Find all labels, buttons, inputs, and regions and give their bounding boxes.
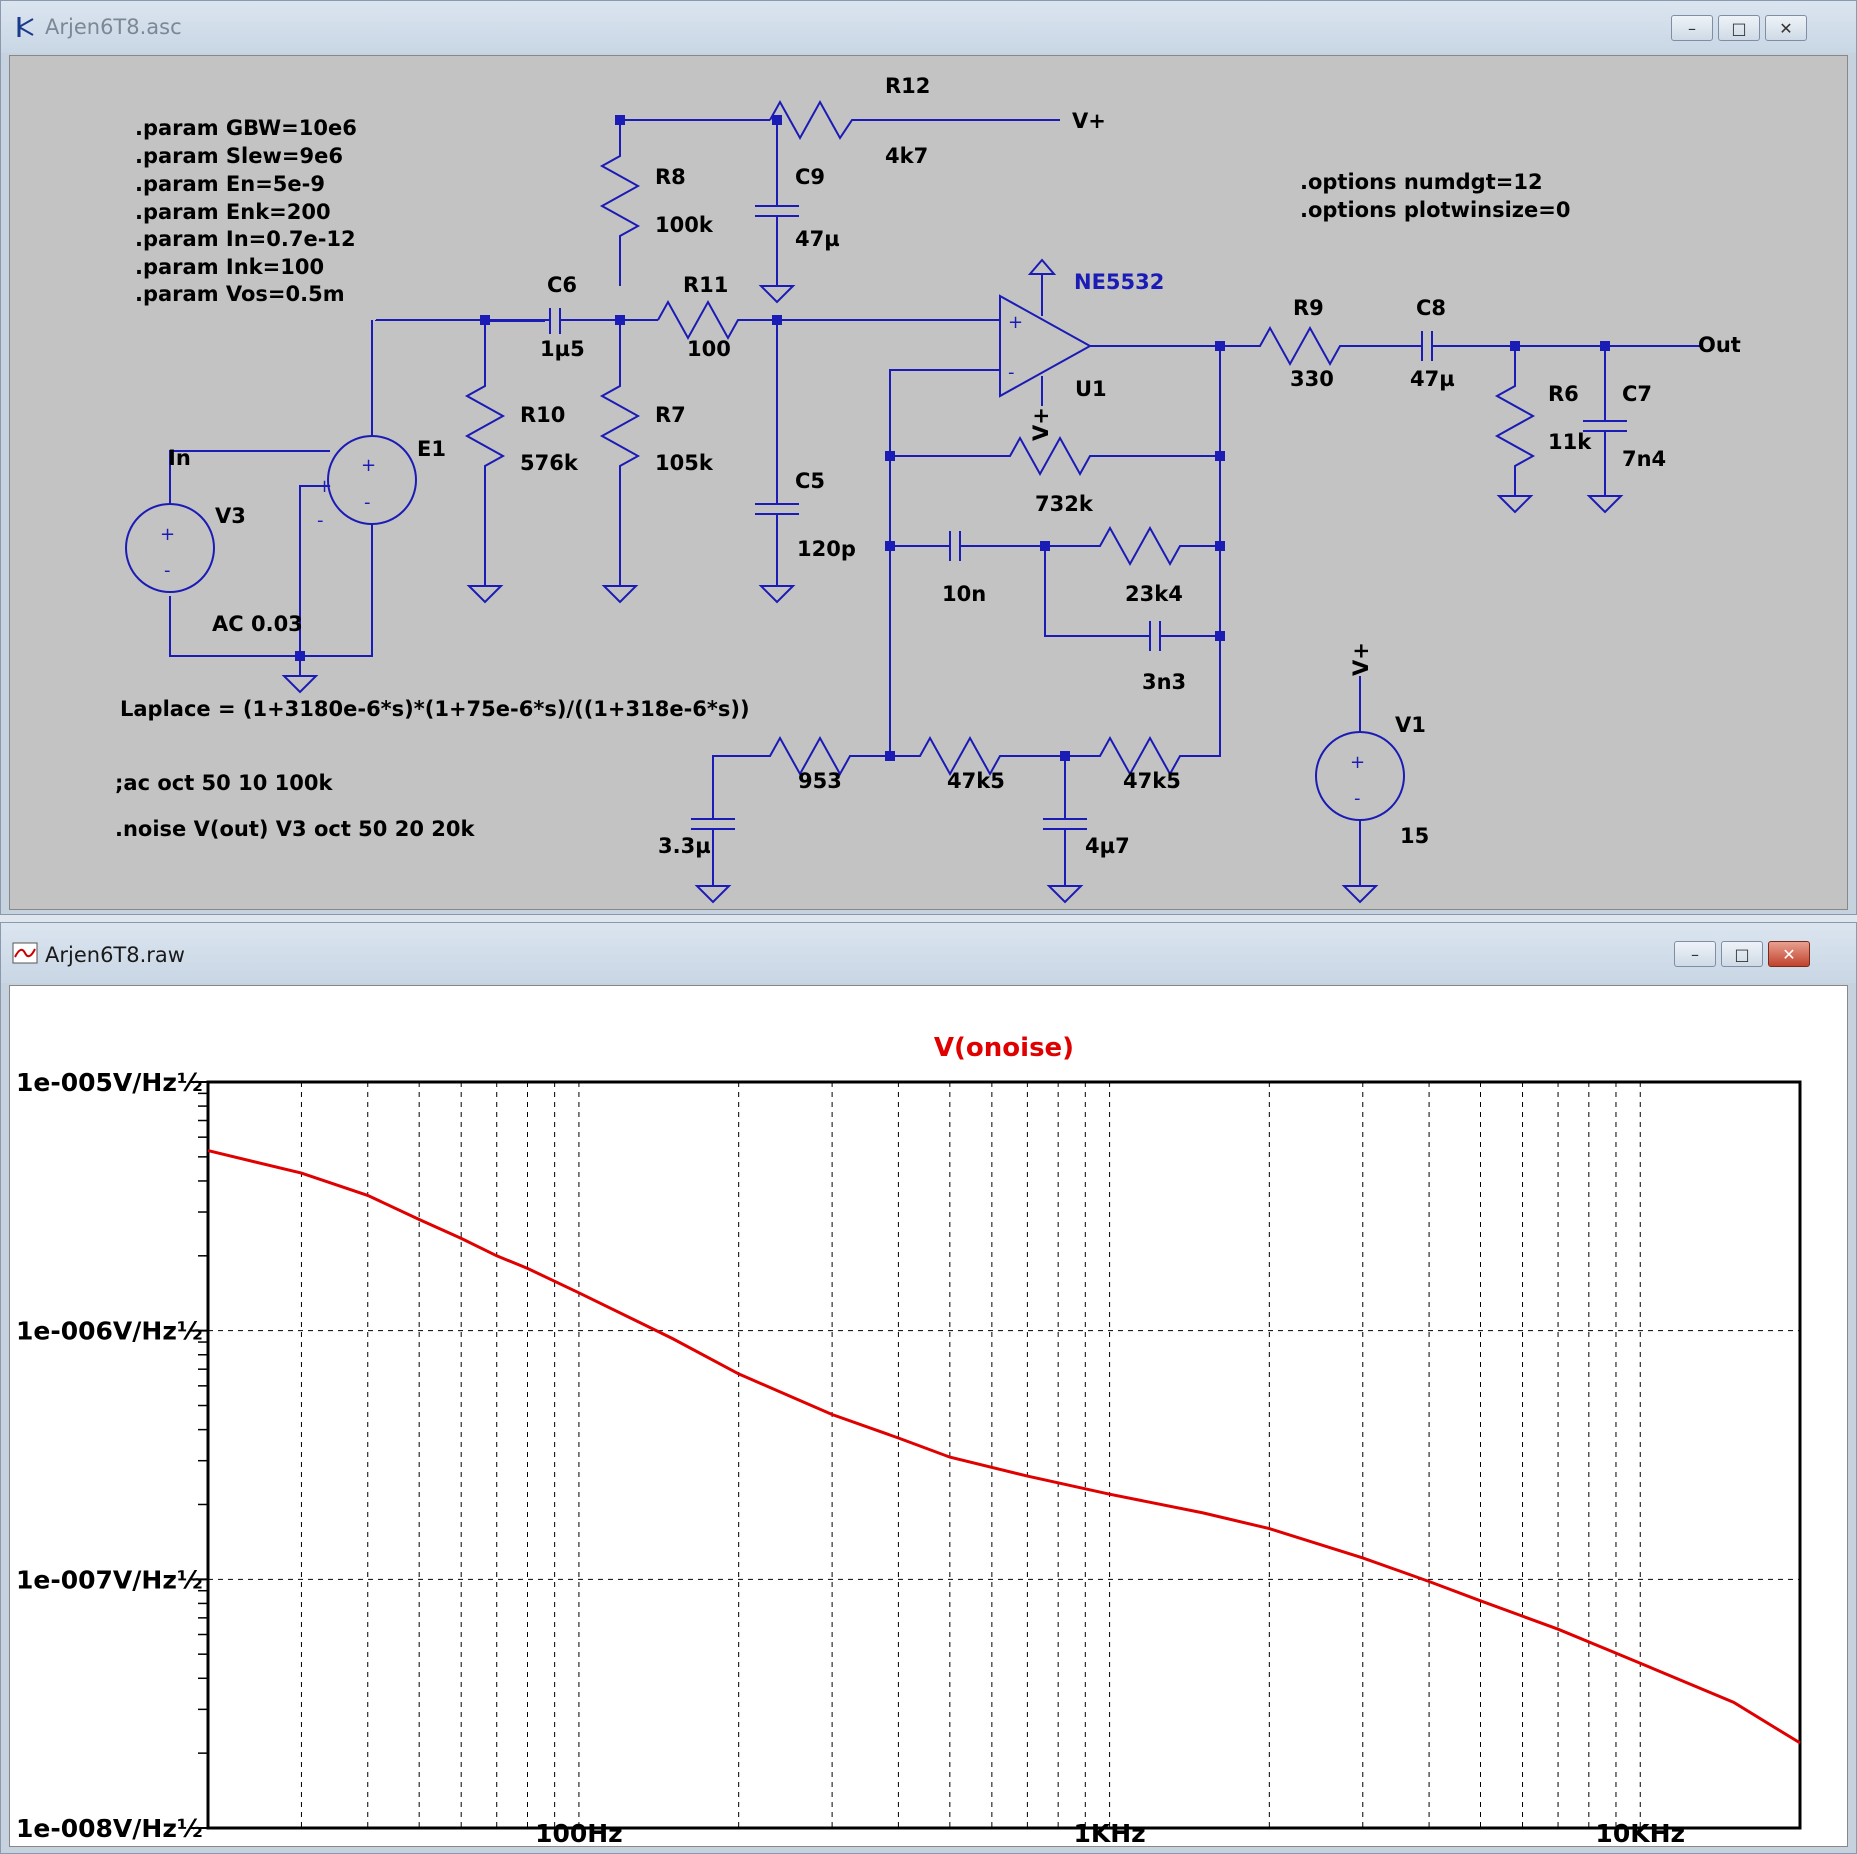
param-line: .param En=5e-9 <box>135 172 325 196</box>
noise-directive: .noise V(out) V3 oct 50 20 20k <box>115 817 475 841</box>
svg-text:C8: C8 <box>1416 296 1446 320</box>
svg-text:-: - <box>1008 362 1015 383</box>
svg-text:15: 15 <box>1400 824 1429 848</box>
svg-text:+: + <box>317 476 332 497</box>
svg-text:V+: V+ <box>1029 407 1053 441</box>
svg-text:-: - <box>1354 788 1361 809</box>
svg-text:4µ7: 4µ7 <box>1085 834 1130 858</box>
svg-text:In: In <box>168 446 191 470</box>
param-line: .param GBW=10e6 <box>135 116 357 140</box>
maximize-button[interactable]: □ <box>1721 941 1763 967</box>
svg-text:R7: R7 <box>655 403 686 427</box>
svg-text:23k4: 23k4 <box>1125 582 1183 606</box>
svg-text:C9: C9 <box>795 165 825 189</box>
svg-text:C7: C7 <box>1622 382 1652 406</box>
svg-text:+: + <box>1008 312 1023 333</box>
options-line: .options plotwinsize=0 <box>1300 198 1570 222</box>
param-line: .param Vos=0.5m <box>135 282 345 306</box>
svg-text:R9: R9 <box>1293 296 1324 320</box>
y-tick-label: 1e-008V/Hz½ <box>16 1814 203 1843</box>
ac-directive: ;ac oct 50 10 100k <box>115 771 333 795</box>
schematic-app-icon <box>17 17 34 37</box>
svg-text:10n: 10n <box>942 582 986 606</box>
x-tick-label: 10KHz <box>1595 1819 1685 1846</box>
svg-text:C6: C6 <box>547 273 577 297</box>
svg-text:+: + <box>1350 752 1365 773</box>
svg-text:100: 100 <box>687 337 731 361</box>
svg-text:47µ: 47µ <box>795 227 840 251</box>
y-tick-label: 1e-006V/Hz½ <box>16 1317 203 1346</box>
plot-frame <box>206 1080 1802 1830</box>
schematic-window: Arjen6T8.asc – □ ✕ <box>0 0 1857 915</box>
x-tick-label: 1KHz <box>1073 1819 1145 1846</box>
noise-plot[interactable]: V(onoise) 1e-005V/Hz½ 1e-006V/Hz½ 1e-007V/H… <box>10 986 1849 1846</box>
minimize-button[interactable]: – <box>1671 15 1713 41</box>
waveform-app-icon <box>12 942 38 964</box>
svg-text:NE5532: NE5532 <box>1074 270 1164 294</box>
y-tick-label: 1e-005V/Hz½ <box>16 1068 203 1097</box>
x-tick-label: 100Hz <box>535 1819 623 1846</box>
svg-text:47k5: 47k5 <box>1123 769 1181 793</box>
plot-window: Arjen6T8.raw – □ ✕ V(onoise) 1e-005V/Hz½ 1… <box>0 922 1857 1854</box>
svg-text:AC 0.03: AC 0.03 <box>212 612 303 636</box>
svg-text:7n4: 7n4 <box>1622 447 1666 471</box>
param-line: .param In=0.7e-12 <box>135 227 356 251</box>
schematic-junctions <box>295 115 1610 761</box>
svg-text:47µ: 47µ <box>1410 367 1455 391</box>
svg-text:R8: R8 <box>655 165 686 189</box>
svg-text:576k: 576k <box>520 451 579 475</box>
svg-text:+: + <box>160 524 175 545</box>
svg-text:732k: 732k <box>1035 492 1094 516</box>
svg-text:V+: V+ <box>1349 642 1373 676</box>
svg-text:330: 330 <box>1290 367 1334 391</box>
plot-title: V(onoise) <box>934 1033 1074 1063</box>
svg-text:V3: V3 <box>215 504 246 528</box>
schematic-titlebar[interactable]: Arjen6T8.asc – □ ✕ <box>1 1 1856 53</box>
svg-text:-: - <box>317 510 324 531</box>
svg-text:953: 953 <box>798 769 842 793</box>
svg-text:V1: V1 <box>1395 713 1426 737</box>
svg-text:U1: U1 <box>1075 377 1107 401</box>
schematic-window-title: Arjen6T8.asc <box>45 15 182 39</box>
svg-text:E1: E1 <box>417 437 446 461</box>
svg-text:11k: 11k <box>1548 430 1592 454</box>
series-line <box>207 1149 1801 1745</box>
minimize-button[interactable]: – <box>1674 941 1716 967</box>
svg-text:R6: R6 <box>1548 382 1579 406</box>
maximize-button[interactable]: □ <box>1718 15 1760 41</box>
plot-canvas[interactable]: V(onoise) 1e-005V/Hz½ 1e-006V/Hz½ 1e-007V/H… <box>9 985 1848 1847</box>
source-polarity-marks: + - + - + - + - + - <box>160 312 1365 809</box>
svg-text:Out: Out <box>1698 333 1741 357</box>
param-line: .param Enk=200 <box>135 200 331 224</box>
svg-text:105k: 105k <box>655 451 714 475</box>
plot-window-title: Arjen6T8.raw <box>45 943 185 967</box>
svg-text:R11: R11 <box>683 273 728 297</box>
svg-text:1µ5: 1µ5 <box>540 337 585 361</box>
svg-text:3n3: 3n3 <box>1142 670 1186 694</box>
svg-text:3.3µ: 3.3µ <box>658 834 711 858</box>
svg-text:R12: R12 <box>885 74 930 98</box>
close-button[interactable]: ✕ <box>1768 941 1810 967</box>
param-line: .param Slew=9e6 <box>135 144 343 168</box>
options-line: .options numdgt=12 <box>1300 170 1543 194</box>
y-tick-label: 1e-007V/Hz½ <box>16 1565 203 1594</box>
svg-text:120p: 120p <box>797 537 856 561</box>
plot-titlebar[interactable]: Arjen6T8.raw – □ ✕ <box>1 923 1856 983</box>
schematic-wires <box>125 99 1700 904</box>
svg-text:+: + <box>361 455 376 476</box>
svg-text:R10: R10 <box>520 403 565 427</box>
laplace-expression: Laplace = (1+3180e-6*s)*(1+75e-6*s)/((1+… <box>120 697 750 721</box>
svg-text:V+: V+ <box>1072 109 1106 133</box>
svg-text:4k7: 4k7 <box>885 144 928 168</box>
svg-text:C5: C5 <box>795 469 825 493</box>
svg-text:-: - <box>164 560 171 581</box>
close-button[interactable]: ✕ <box>1765 15 1807 41</box>
svg-text:-: - <box>364 492 371 513</box>
schematic-drawing: + - + - + - + - + - .param GBW=10e6 .param Sl… <box>115 74 1741 904</box>
svg-text:47k5: 47k5 <box>947 769 1005 793</box>
schematic-text-labels: .param GBW=10e6 .param Slew=9e6 .param E… <box>115 74 1741 858</box>
schematic-canvas[interactable]: + - + - + - + - + - .param GBW=10e6 .param Sl… <box>9 55 1848 910</box>
param-line: .param Ink=100 <box>135 255 324 279</box>
svg-text:100k: 100k <box>655 213 714 237</box>
